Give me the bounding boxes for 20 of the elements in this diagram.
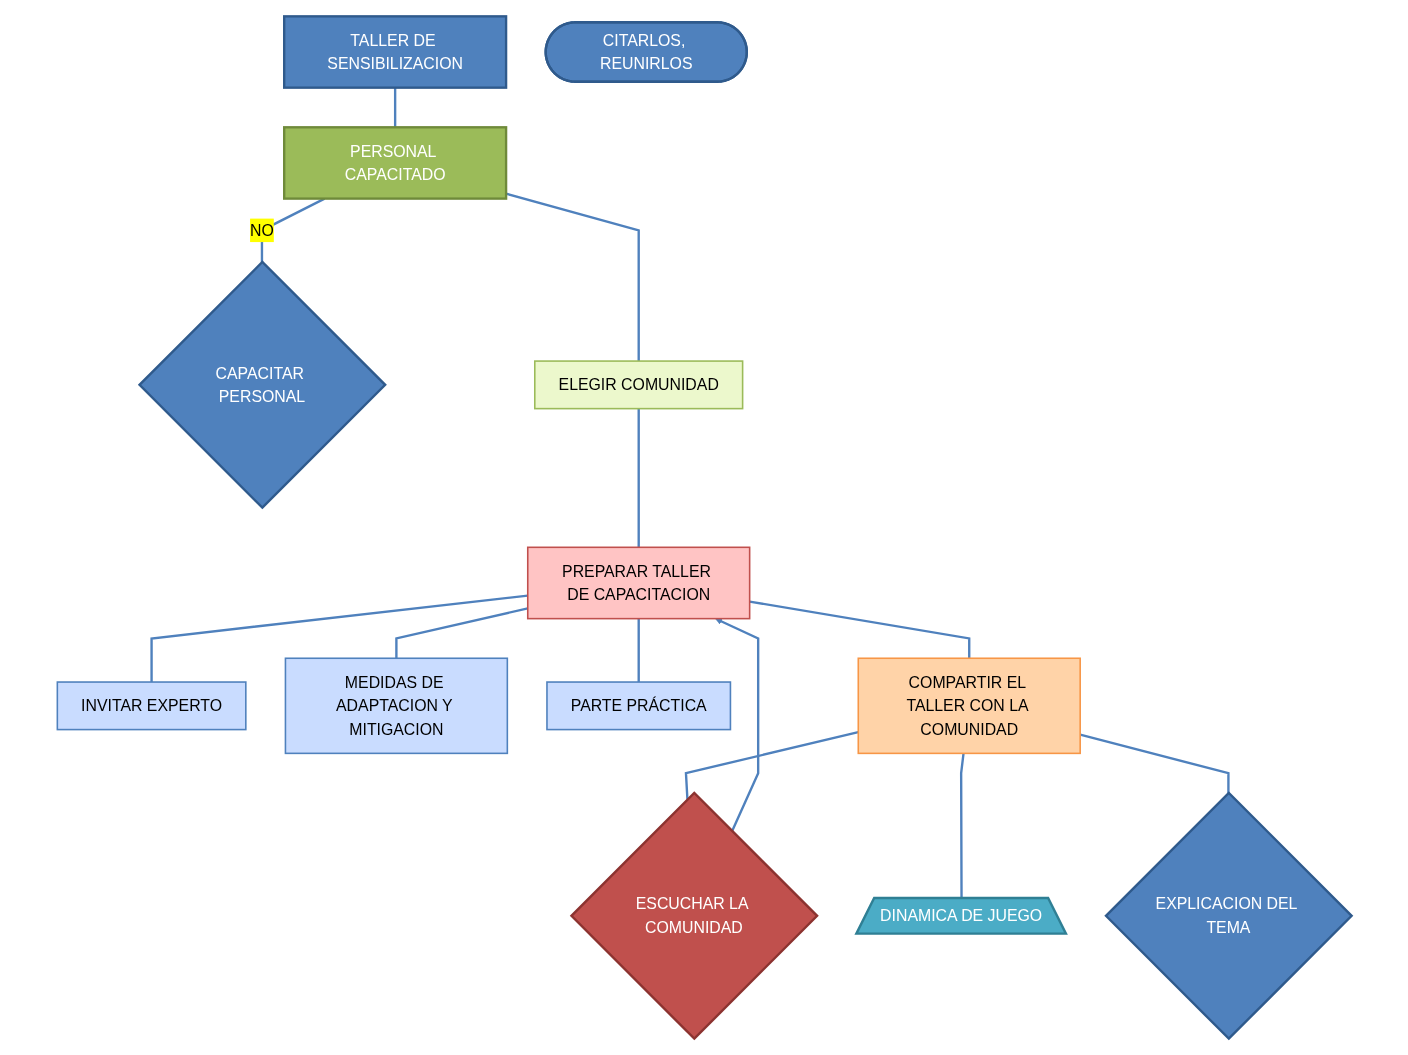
connector [637,618,640,683]
connector [149,594,528,683]
connector [505,192,640,362]
node-box: PREPARAR TALLER DE CAPACITACION [526,546,750,620]
node-box: PERSONAL CAPACITADO [282,126,507,200]
connector [637,408,640,548]
node-box: TALLER DE SENSIBILIZACION [282,15,507,89]
connector [1079,733,1230,793]
node-box: INVITAR EXPERTO [56,681,247,731]
node-box: PARTE PRÁCTICA [545,681,731,731]
node-diamond: CAPACITAR PERSONAL [137,260,387,510]
node-box: COMPARTIR EL TALLER CON LA COMUNIDAD [857,657,1081,755]
node-box: ELEGIR COMUNIDAD [533,360,743,410]
node-box: MEDIDAS DE ADAPTACION Y MITIGACION [284,657,508,755]
edge-label: NO [249,221,274,240]
node-diamond: EXPLICACION DEL TEMA [1103,791,1353,1041]
connector [393,87,396,128]
node-diamond: ESCUCHAR LA COMUNIDAD [569,791,819,1041]
arrow [714,618,759,832]
connector [394,607,528,659]
